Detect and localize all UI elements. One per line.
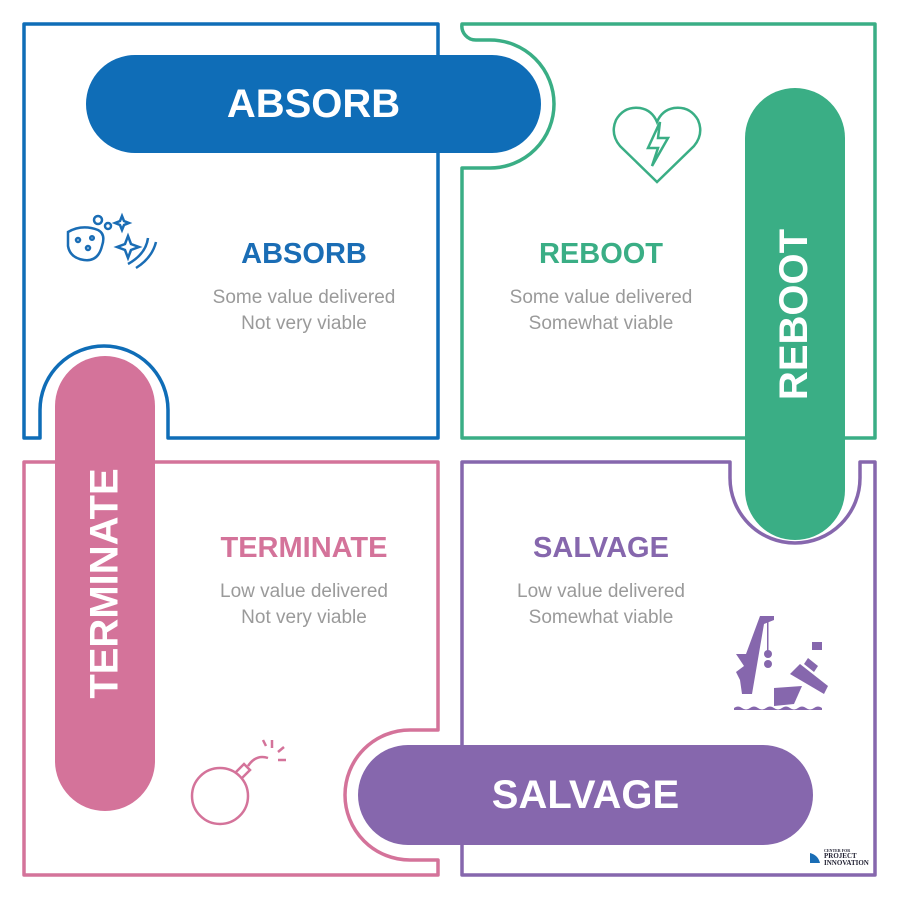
quadrant-reboot: REBOOT Some value delivered Somewhat via… [471, 238, 731, 337]
absorb-pill-label: ABSORB [226, 81, 401, 126]
quadrant-title: ABSORB [241, 238, 367, 270]
absorb-pill: ABSORB [86, 55, 541, 153]
logo-mark-icon [810, 852, 820, 863]
quadrant-viability: Somewhat viable [528, 607, 674, 628]
reboot-pill-label: REBOOT [772, 228, 817, 400]
heart-lightning-icon [612, 106, 702, 184]
quadrant-value: Low value delivered [517, 581, 685, 602]
sponge-icon [66, 212, 158, 270]
quadrant-viability: Not very viable [241, 313, 367, 334]
quadrant-viability: Not very viable [241, 607, 367, 628]
salvage-pill-label: SALVAGE [491, 772, 680, 817]
quadrant-title: REBOOT [538, 238, 664, 270]
quadrant-terminate: TERMINATE Low value delivered Not very v… [174, 532, 434, 631]
absorb-outline [22, 22, 440, 440]
quadrant-salvage: SALVAGE Low value delivered Somewhat via… [471, 532, 731, 631]
reboot-outline [460, 22, 877, 440]
quadrant-value: Low value delivered [220, 581, 388, 602]
logo-line3: INNOVATION [824, 859, 869, 867]
quadrant-title: SALVAGE [533, 532, 669, 564]
reboot-pill: REBOOT [745, 88, 845, 540]
logo-line2: PROJECT [824, 852, 857, 860]
terminate-outline [22, 460, 440, 877]
salvage-outline [460, 460, 877, 877]
quadrant-value: Some value delivered [509, 287, 693, 308]
center-for-project-innovation-logo: CENTER FOR PROJECT INNOVATION [808, 848, 869, 867]
quadrant-title: TERMINATE [220, 532, 388, 564]
quadrant-absorb: ABSORB Some value delivered Not very via… [174, 238, 434, 337]
salvage-pill: SALVAGE [358, 745, 813, 845]
terminate-pill: TERMINATE [55, 356, 155, 811]
shipwreck-crane-icon [734, 616, 828, 710]
logo-line1: CENTER FOR [824, 848, 851, 853]
bomb-icon [190, 739, 286, 826]
quadrant-viability: Somewhat viable [528, 313, 674, 334]
terminate-pill-label: TERMINATE [82, 468, 127, 699]
quadrant-value: Some value delivered [212, 287, 396, 308]
